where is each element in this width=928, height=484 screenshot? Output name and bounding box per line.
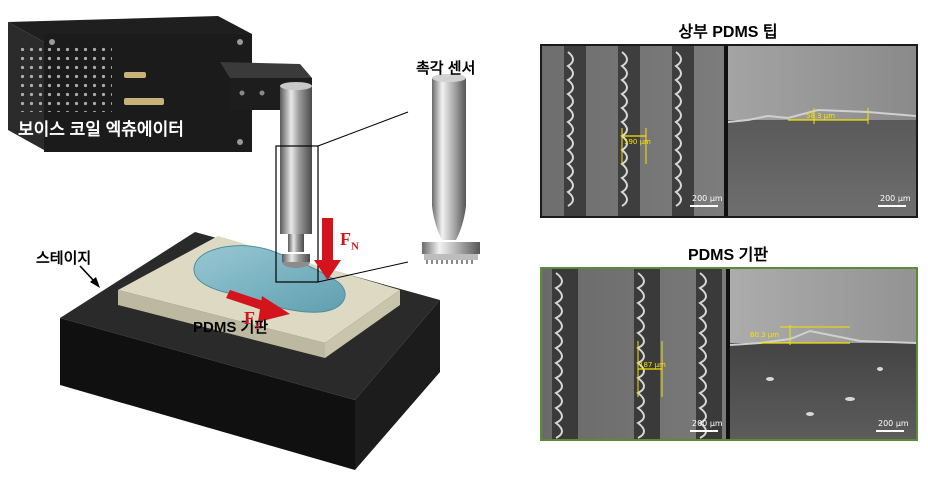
bottom-sem-panel: 187 µm 200 µm 60.3 µm 200 µm [540,267,918,441]
top-right-measure: 58.3 µm [806,112,836,120]
bottom-sem-right-image: 60.3 µm 200 µm [730,269,916,439]
stage-pointer-arrow [79,265,100,288]
sensor-zoom-box [275,145,319,283]
stage-label: 스테이지 [36,250,92,267]
friction-force-subscript: x [255,319,261,332]
probe-rod [280,82,312,268]
top-sem-left-image: 190 µm 200 µm [542,46,724,216]
bottom-left-scale: 200 µm [692,419,723,428]
top-right-overlay [728,108,916,207]
apparatus-illustration [8,16,480,470]
top-sem-right-image: 58.3 µm 200 µm [728,46,916,216]
actuator-label: 보이스 코일 엑츄에이터 [18,120,184,139]
bottom-panel-title: PDMS 기판 [687,247,769,264]
bottom-right-overlay [730,325,916,432]
friction-force-arrow [226,290,290,322]
top-panel-title: 상부 PDMS 팁 [678,24,778,41]
bottom-left-measure: 187 µm [639,361,666,369]
top-left-grooves [564,46,718,216]
bottom-right-measure: 60.3 µm [750,331,780,339]
tactile-sensor-enlarged [422,74,480,264]
bottom-sem-left-image: 187 µm 200 µm [542,269,726,439]
pdms-droplet [193,245,346,313]
normal-force-subscript: N [351,240,359,253]
bottom-right-scale: 200 µm [878,419,909,428]
friction-force-label: Fx [244,308,261,332]
voice-coil-actuator [8,16,252,152]
top-sem-panel: 190 µm 200 µm 58.3 µm 200 µm [540,44,918,218]
normal-force-arrow [314,218,341,280]
sensor-label: 촉각 센서 [416,60,476,77]
substrate-label: PDMS 기판 [193,319,269,336]
bottom-left-grooves [552,269,722,439]
top-right-scale: 200 µm [880,194,911,203]
normal-force-symbol: F [340,229,351,249]
top-left-scale: 200 µm [692,194,723,203]
normal-force-label: FN [340,229,359,253]
top-left-measure: 190 µm [624,138,651,146]
friction-force-symbol: F [244,308,255,328]
